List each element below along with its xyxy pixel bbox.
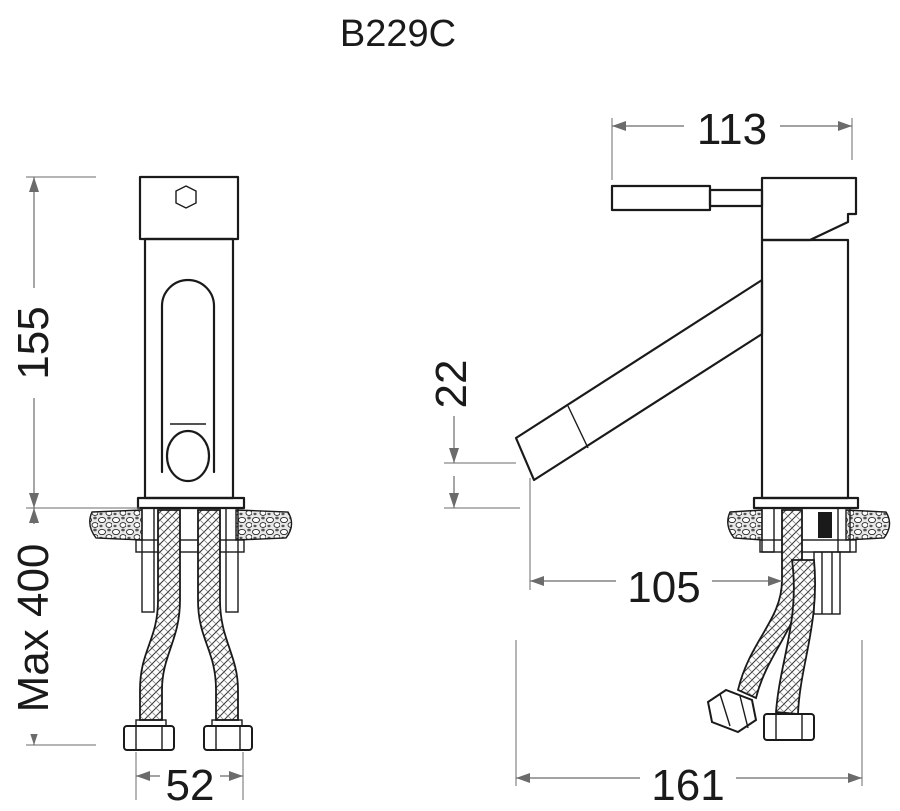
front-spout-end — [165, 429, 211, 483]
front-hose-left — [139, 509, 181, 721]
side-nut-back — [763, 713, 815, 741]
front-hose-right — [197, 509, 239, 721]
dimension-spout-reach: 105 — [529, 478, 782, 612]
dimension-height-label: 155 — [9, 306, 58, 379]
front-handle-block — [138, 175, 240, 241]
dimension-height: 155 — [9, 176, 140, 509]
front-nut-left — [123, 725, 175, 751]
dimension-total-depth: 161 — [515, 640, 863, 810]
front-base-plate — [136, 496, 246, 510]
side-mount-stud — [818, 512, 832, 538]
front-view: 155 Max 400 52 — [9, 175, 293, 810]
front-nut-right — [203, 725, 253, 751]
dimension-hose-length-label: Max 400 — [9, 544, 58, 713]
dimension-spout-clearance-label: 22 — [427, 360, 476, 409]
model-title: B229C — [340, 13, 456, 55]
side-spout — [514, 278, 764, 482]
dimension-hose-spacing-label: 52 — [166, 761, 215, 810]
side-base-plate — [752, 496, 860, 510]
side-nut-front — [706, 688, 758, 734]
dimension-hose-spacing: 52 — [135, 752, 244, 810]
side-lever — [610, 184, 712, 212]
side-view: 113 22 105 — [426, 100, 891, 810]
side-handle-cap — [760, 176, 858, 242]
front-body — [143, 237, 235, 500]
side-countertop — [727, 509, 763, 541]
dimension-spout-clearance: 22 — [426, 350, 520, 509]
dimension-total-depth-label: 161 — [651, 761, 724, 810]
side-body — [760, 238, 850, 500]
dimension-spout-reach-label: 105 — [627, 563, 700, 612]
dimension-handle-reach: 113 — [611, 100, 853, 180]
front-handle-screw-icon — [175, 185, 197, 209]
front-countertop — [89, 509, 143, 541]
dimension-handle-reach-label: 113 — [697, 105, 767, 154]
front-spout-slot — [160, 278, 216, 474]
dimension-hose-length: Max 400 — [9, 508, 96, 746]
